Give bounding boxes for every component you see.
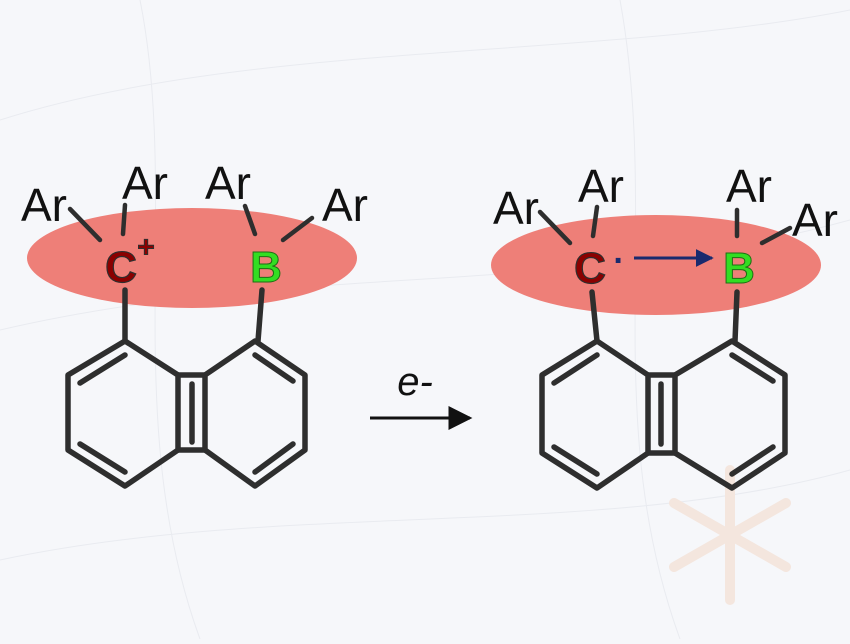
reactant-charge: +	[137, 231, 155, 264]
reactant-substituent-bonds	[67, 202, 315, 243]
product-ar-3: Ar	[726, 160, 772, 212]
product-substituent-bonds	[537, 204, 793, 246]
reactant-naphthalene	[65, 287, 308, 489]
product-ar-4: Ar	[792, 194, 838, 246]
reactant-ar-4: Ar	[322, 179, 368, 231]
product-carbon-label: C	[574, 244, 606, 293]
reactant-molecule: Ar Ar Ar Ar C + B	[21, 157, 368, 489]
product-radical-dot: ·	[613, 242, 624, 280]
reactant-boron-label: B	[250, 243, 282, 292]
reactant-ar-3: Ar	[205, 157, 251, 209]
reaction-arrow-label: e-	[397, 360, 433, 404]
product-ar-1: Ar	[493, 182, 539, 234]
snowflake-watermark	[669, 465, 791, 605]
reactant-carbon-label: C	[105, 243, 137, 292]
reaction-arrow: e-	[370, 360, 473, 430]
product-naphthalene	[539, 289, 788, 491]
reactant-ar-1: Ar	[21, 179, 67, 231]
product-molecule: Ar Ar Ar Ar C · B	[491, 160, 838, 491]
reactant-ar-2: Ar	[122, 157, 168, 209]
reactant-highlight-ellipse	[27, 208, 357, 308]
product-highlight-ellipse	[491, 215, 821, 315]
product-ar-2: Ar	[578, 160, 624, 212]
product-boron-label: B	[723, 244, 755, 293]
